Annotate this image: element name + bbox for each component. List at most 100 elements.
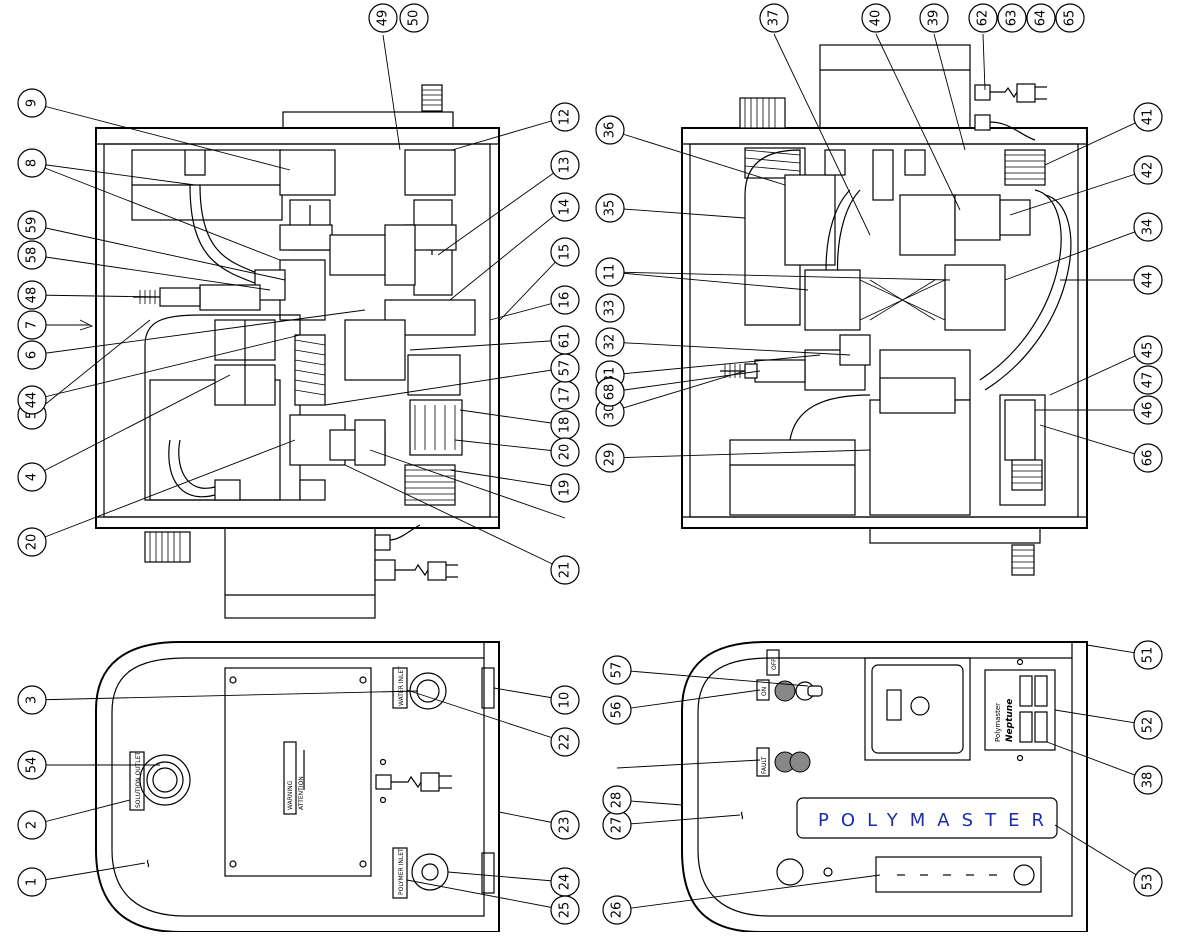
- callout-number: 33: [603, 300, 618, 317]
- callout-7: 7: [17, 310, 47, 340]
- callout-number: 4: [25, 473, 40, 481]
- callout-61: 61: [550, 325, 580, 355]
- callout-number: 14: [558, 199, 573, 216]
- polymer-inlet-label: POLYMER INLET: [398, 848, 405, 895]
- callout-40: 40: [861, 3, 891, 33]
- callout-35: 35: [595, 193, 625, 223]
- callout-number: 25: [558, 902, 573, 919]
- callout-20: 20: [17, 527, 47, 557]
- callout-number: 48: [25, 287, 40, 304]
- callout-27: 27: [602, 810, 632, 840]
- callout-number: 28: [610, 792, 625, 809]
- callout-32: 32: [595, 327, 625, 357]
- callout-number: 16: [558, 292, 573, 309]
- callout-number: 3: [25, 696, 40, 704]
- brand-small-text: Polymaster: [994, 703, 1002, 742]
- callout-11: 11: [595, 257, 625, 287]
- callout-number: 30: [603, 404, 618, 421]
- callout-3: 3: [17, 685, 47, 715]
- callout-number: 19: [558, 480, 573, 497]
- callout-leaders: [31, 33, 1149, 911]
- callout-number: 7: [25, 321, 40, 329]
- callout-36: 36: [595, 115, 625, 145]
- callout-53: 53: [1133, 867, 1163, 897]
- callout-number: 45: [1141, 342, 1156, 359]
- attention-label-text: ATTENTION: [298, 776, 305, 810]
- callout-44: 44: [17, 385, 47, 415]
- callout-number: 62: [976, 10, 991, 27]
- callout-number: 11: [603, 264, 618, 281]
- callout-63: 63: [997, 3, 1027, 33]
- callout-51: 51: [1133, 640, 1163, 670]
- view-internal-left: [95, 84, 500, 619]
- callout-number: 21: [558, 562, 573, 579]
- callout-28: 28: [602, 785, 632, 815]
- callout-42: 42: [1133, 155, 1163, 185]
- callout-29: 29: [595, 443, 625, 473]
- callout-number: 10: [558, 692, 573, 709]
- callout-number: 32: [603, 334, 618, 351]
- callout-number: 65: [1063, 10, 1078, 27]
- callout-number: 37: [767, 10, 782, 27]
- callout-21: 21: [550, 555, 580, 585]
- callout-62: 62: [968, 3, 998, 33]
- warning-label-text: WARNING: [287, 780, 294, 810]
- callout-number: 9: [25, 99, 40, 107]
- callout-number: 39: [927, 10, 942, 27]
- callout-number: 22: [558, 734, 573, 751]
- water-inlet-label: WATER INLET: [398, 666, 405, 706]
- callout-24: 24: [550, 867, 580, 897]
- callout-number: 52: [1141, 717, 1156, 734]
- callout-25: 25: [550, 895, 580, 925]
- callout-number: 42: [1141, 162, 1156, 179]
- view-panel-left: WARNING ATTENTION WATER INLET POLYMER IN…: [95, 641, 500, 933]
- callout-33: 33: [595, 293, 625, 323]
- callout-4: 4: [17, 462, 47, 492]
- callout-12: 12: [550, 102, 580, 132]
- callout-number: 61: [558, 332, 573, 349]
- callout-58: 58: [17, 240, 47, 270]
- solution-outlet-label: SOLUTION OUTLET: [135, 752, 142, 808]
- callout-18: 18: [550, 410, 580, 440]
- callout-16: 16: [550, 285, 580, 315]
- callout-number: 5: [25, 411, 40, 419]
- callout-number: 63: [1005, 10, 1020, 27]
- callout-number: 57: [610, 662, 625, 679]
- callout-56: 56: [602, 695, 632, 725]
- callout-number: 41: [1141, 109, 1156, 126]
- callout-number: 20: [25, 534, 40, 551]
- callout-number: 15: [558, 244, 573, 261]
- callout-number: 35: [603, 200, 618, 217]
- callout-number: 40: [869, 10, 884, 27]
- callout-number: 24: [558, 874, 573, 891]
- callout-26: 26: [602, 895, 632, 925]
- callout-38: 38: [1133, 765, 1163, 795]
- callout-34: 34: [1133, 212, 1163, 242]
- callout-number: 44: [25, 392, 40, 409]
- callout-number: 29: [603, 450, 618, 467]
- callout-1: 1: [17, 867, 47, 897]
- callout-13: 13: [550, 150, 580, 180]
- callout-number: 51: [1141, 647, 1156, 664]
- callout-number: 1: [25, 878, 40, 886]
- callout-48: 48: [17, 280, 47, 310]
- callout-number: 17: [558, 387, 573, 404]
- fault-label: FAULT: [761, 756, 768, 774]
- callout-number: 20: [558, 444, 573, 461]
- callout-number: 13: [558, 157, 573, 174]
- callout-number: 66: [1141, 450, 1156, 467]
- callout-59: 59: [17, 210, 47, 240]
- callout-68: 68: [595, 377, 625, 407]
- callout-37: 37: [759, 3, 789, 33]
- callout-50: 50: [399, 3, 429, 33]
- callout-number: 23: [558, 817, 573, 834]
- callout-44: 44: [1133, 265, 1163, 295]
- callout-57: 57: [602, 655, 632, 685]
- callout-number: 2: [25, 821, 40, 829]
- callout-49: 49: [368, 3, 398, 33]
- callout-number: 8: [25, 159, 40, 167]
- callout-number: 53: [1141, 874, 1156, 891]
- callout-20: 20: [550, 437, 580, 467]
- callout-17: 17: [550, 380, 580, 410]
